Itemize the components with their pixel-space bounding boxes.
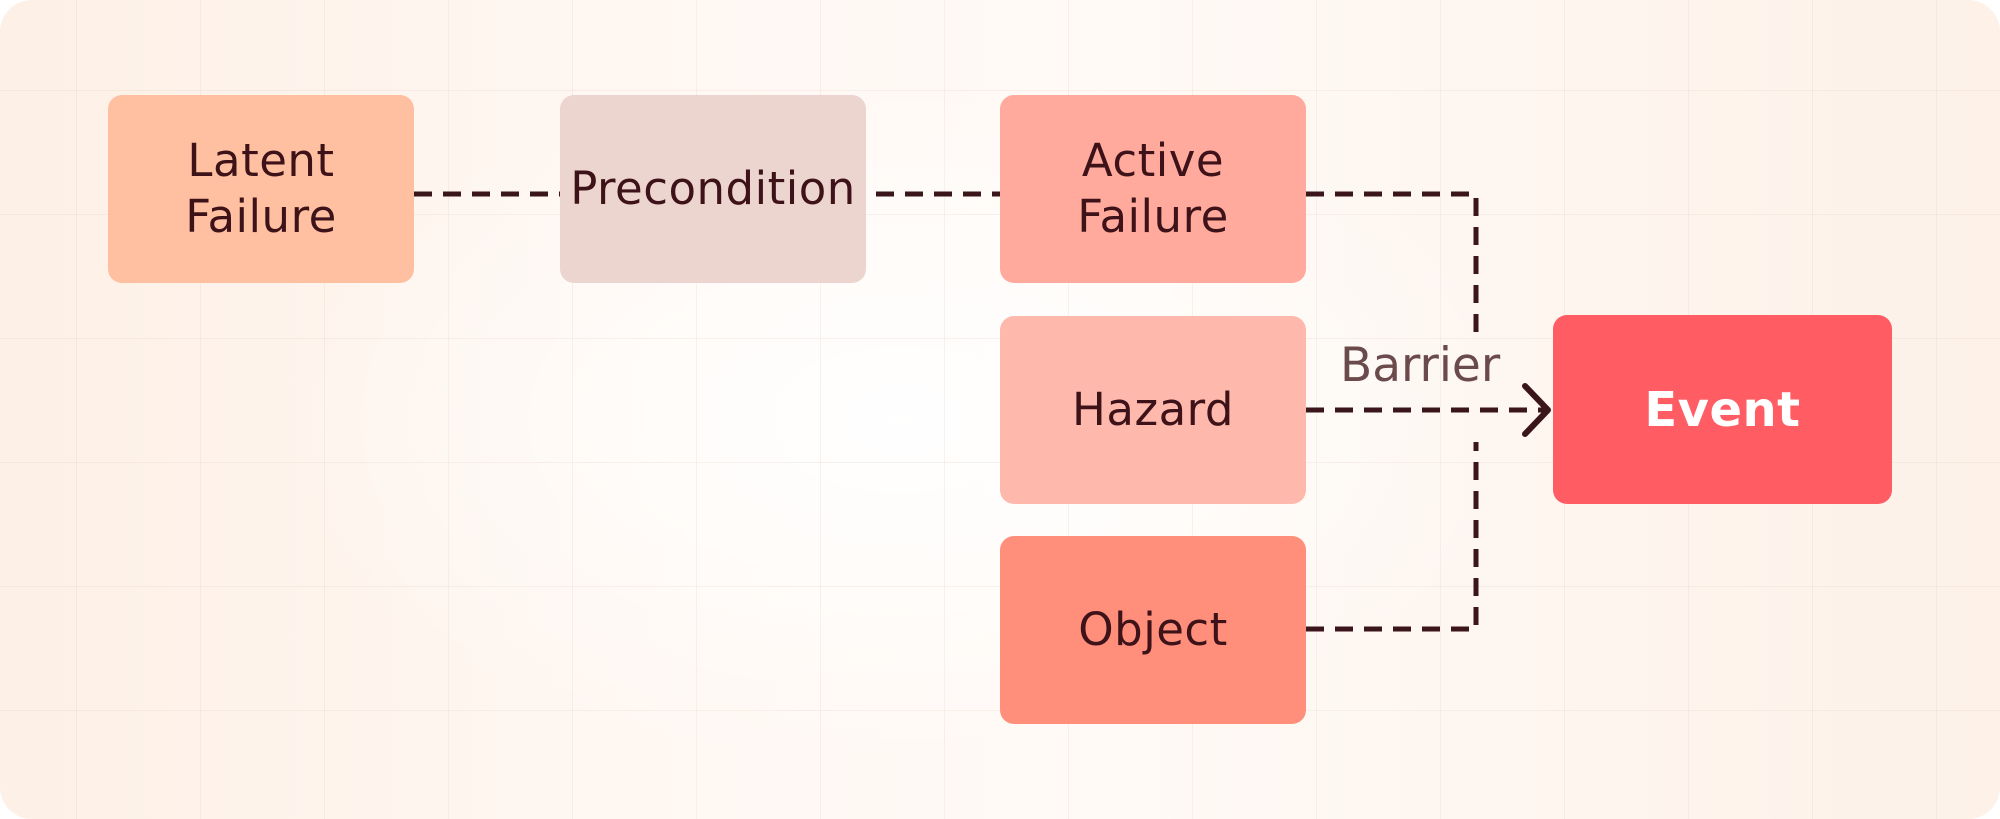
arrowhead-icon [1522,383,1551,437]
node-hazard: Hazard [1000,316,1306,504]
edge-active-to-barrier [1306,191,1479,340]
node-active-failure-label: Active Failure [1077,134,1229,243]
node-active-failure: Active Failure [1000,95,1306,283]
node-object-label: Object [1078,603,1228,656]
node-object: Object [1000,536,1306,724]
node-latent-failure: Latent Failure [108,95,414,283]
node-event-label: Event [1644,381,1801,438]
edge-object-to-barrier [1306,442,1479,632]
node-precondition: Precondition [560,95,866,283]
node-latent-failure-label: Latent Failure [185,134,337,243]
barrier-label: Barrier [1340,338,1501,393]
node-hazard-label: Hazard [1072,383,1234,436]
node-event: Event [1553,315,1892,504]
node-precondition-label: Precondition [570,162,856,215]
